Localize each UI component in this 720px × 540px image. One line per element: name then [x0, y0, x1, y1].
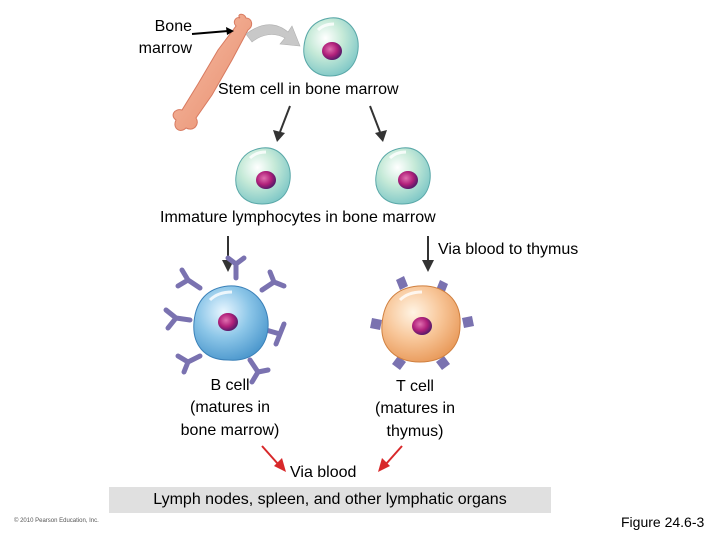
- red-arrow-from-t-cell: [378, 445, 403, 472]
- b-cell-label-line3: bone marrow): [180, 422, 280, 439]
- copyright-notice: © 2010 Pearson Education, Inc.: [14, 518, 99, 524]
- immature-lymphocyte-left: [235, 147, 291, 205]
- lymphatic-organs-label: Lymph nodes, spleen, and other lymphatic…: [153, 491, 507, 508]
- immature-lymphocytes-label: Immature lymphocytes in bone marrow: [160, 209, 436, 226]
- grey-curved-arrow: [245, 24, 301, 47]
- b-cell-receptors: [163, 255, 287, 385]
- t-cell-label-line1: T cell: [396, 378, 434, 395]
- lymphatic-organs-box: [109, 487, 551, 513]
- b-cell-label-line1: B cell: [210, 377, 250, 394]
- immature-lymphocyte-right: [375, 147, 431, 205]
- b-cell-label-line2: (matures in: [189, 399, 271, 416]
- arrow-to-b-cell: [222, 236, 234, 272]
- stem-cell: [303, 17, 359, 77]
- stem-cell-label: Stem cell in bone marrow: [218, 81, 399, 98]
- t-cell: [381, 285, 461, 363]
- t-cell-label-line3: thymus): [386, 423, 444, 440]
- bone-illustration: [172, 13, 253, 131]
- via-blood-to-thymus-label: Via blood to thymus: [438, 241, 579, 258]
- bone-label-line2: marrow: [138, 40, 192, 57]
- split-arrow-right: [369, 105, 387, 142]
- figure-number: Figure 24.6-3: [621, 514, 705, 530]
- split-arrow-left: [273, 105, 291, 142]
- t-cell-label-line2: (matures in: [374, 400, 456, 417]
- arrow-to-t-cell: [422, 236, 434, 272]
- b-cell: [193, 285, 269, 361]
- bone-label-line1: Bone: [154, 18, 192, 35]
- red-arrow-from-b-cell: [261, 445, 286, 472]
- via-blood-label: Via blood: [290, 464, 357, 481]
- bone-marrow-pointer-arrow: [191, 27, 234, 35]
